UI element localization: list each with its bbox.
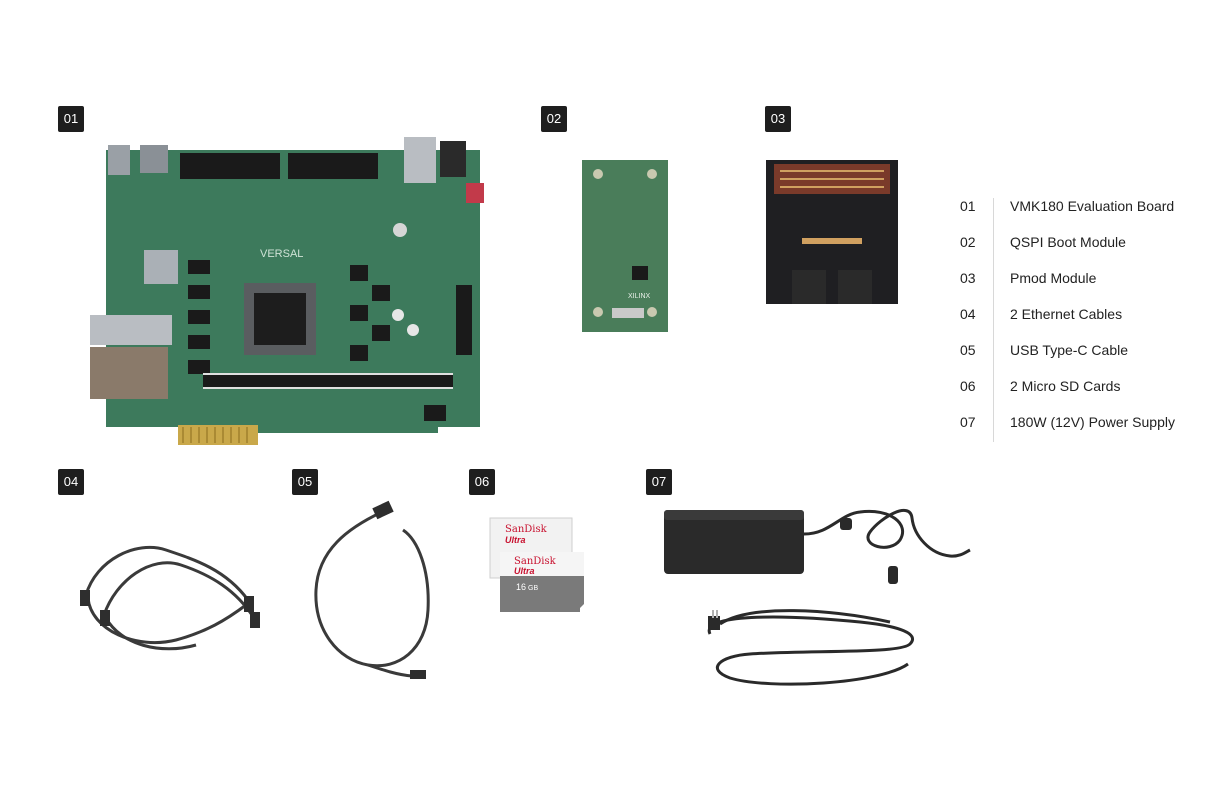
legend-row-07: 07 180W (12V) Power Supply <box>960 404 1200 440</box>
power-supply-illustration <box>664 509 971 686</box>
ultra-label-front: Ultra <box>514 566 535 576</box>
legend-num: 05 <box>960 342 976 358</box>
micro-sd-cards-illustration: SanDisk Ultra SanDisk Ultra 16 GB <box>489 517 584 612</box>
legend-row-03: 03 Pmod Module <box>960 260 1200 296</box>
legend-num: 06 <box>960 378 976 394</box>
legend-row-06: 06 2 Micro SD Cards <box>960 368 1200 404</box>
components-legend: 01 VMK180 Evaluation Board 02 QSPI Boot … <box>960 188 1200 442</box>
legend-row-02: 02 QSPI Boot Module <box>960 224 1200 260</box>
sandisk-brand-back: SanDisk <box>505 524 548 535</box>
vmk180-board-illustration: VERSAL <box>90 137 484 445</box>
item-badge-02: 02 <box>541 106 567 132</box>
legend-row-05: 05 USB Type-C Cable <box>960 332 1200 368</box>
legend-label: QSPI Boot Module <box>1010 234 1126 250</box>
ultra-label-back: Ultra <box>505 535 526 545</box>
legend-num: 03 <box>960 270 976 286</box>
legend-row-01: 01 VMK180 Evaluation Board <box>960 188 1200 224</box>
ethernet-cables-illustration <box>80 545 260 651</box>
item-badge-04: 04 <box>58 469 84 495</box>
xilinx-label: XILINX <box>628 293 651 300</box>
legend-num: 07 <box>960 414 976 430</box>
item-badge-05: 05 <box>292 469 318 495</box>
legend-divider <box>993 198 994 442</box>
legend-row-04: 04 2 Ethernet Cables <box>960 296 1200 332</box>
capacity-unit: GB <box>528 585 538 592</box>
sandisk-brand-front: SanDisk <box>514 556 557 567</box>
item-badge-01: 01 <box>58 106 84 132</box>
legend-label: Pmod Module <box>1010 270 1097 286</box>
usb-type-c-cable-illustration <box>314 500 430 679</box>
legend-label: 2 Micro SD Cards <box>1010 378 1121 394</box>
legend-label: USB Type-C Cable <box>1010 342 1129 358</box>
item-badge-07: 07 <box>646 469 672 495</box>
qspi-boot-module-illustration: XILINX <box>582 160 668 332</box>
legend-label: 2 Ethernet Cables <box>1010 306 1123 322</box>
pmod-module-illustration <box>766 160 898 304</box>
legend-label: VMK180 Evaluation Board <box>1010 198 1175 214</box>
legend-num: 04 <box>960 306 976 322</box>
item-badge-03: 03 <box>765 106 791 132</box>
legend-label: 180W (12V) Power Supply <box>1010 414 1175 430</box>
legend-num: 02 <box>960 234 976 250</box>
legend-num: 01 <box>960 198 976 214</box>
item-badge-06: 06 <box>469 469 495 495</box>
versal-chip-label: VERSAL <box>260 248 303 260</box>
capacity-label: 16 <box>516 582 526 592</box>
